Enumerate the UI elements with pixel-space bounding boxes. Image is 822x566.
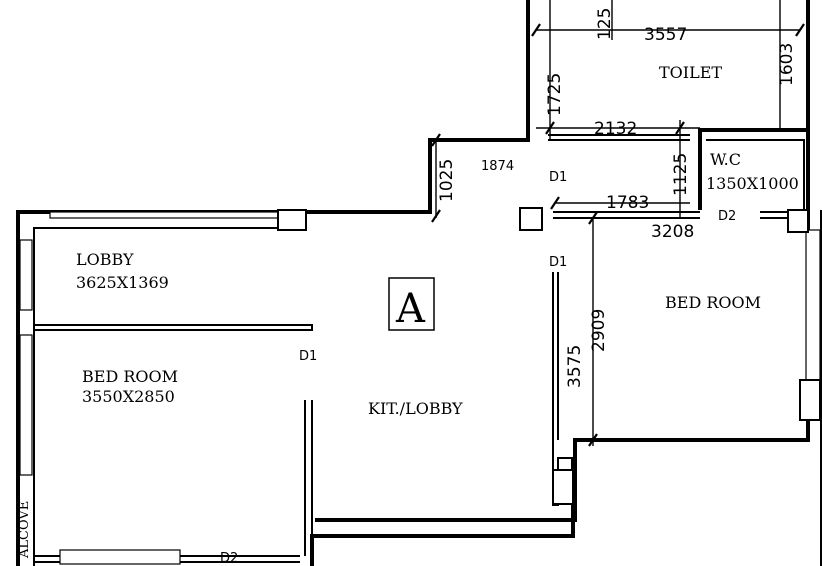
dim-1874: 1874 [481,159,514,174]
window-left-top [19,239,33,311]
wall-left-top [16,0,530,566]
wall-toilet-right [698,0,810,210]
kit-lobby-label: KIT./LOBBY [368,399,463,418]
interior-walls [34,134,808,563]
dim-2909: 2909 [589,309,609,352]
dim-3575: 3575 [565,345,585,388]
wall-kit-bed-right [552,272,559,440]
wc-name-label: W.C [710,150,741,169]
wall-bed-top [553,211,700,219]
dim-1603: 1603 [777,43,797,86]
door-d1-top: D1 [549,170,567,185]
window-bottom [59,549,181,565]
wall-left-inner [33,227,300,566]
column-5 [552,469,574,505]
door-d1-right: D1 [549,255,567,270]
toilet-label: TOILET [659,63,722,82]
door-d1-left: D1 [299,349,317,364]
dimension-lines [431,0,805,447]
bed-left-size-label: 3550X2850 [82,387,175,406]
lobby-size-label: 3625X1369 [76,273,169,292]
dim-2132: 2132 [594,119,637,139]
door-labels: D1 D1 D1 D2 D2 [220,170,736,566]
bed-right-name-label: BED ROOM [665,293,761,312]
wc-size-label: 1350X1000 [706,174,799,193]
wall-toilet-lower [548,134,690,141]
dim-3208: 3208 [651,222,694,242]
dim-1025: 1025 [437,159,457,202]
bed-left-name-label: BED ROOM [82,367,178,386]
unit-tag-label: A [395,286,426,332]
lobby-name-label: LOBBY [76,250,134,269]
window-left-bottom [19,334,33,476]
wall-wc-inner [706,139,805,210]
column-4 [799,379,821,421]
room-labels: TOILET W.C 1350X1000 LOBBY 3625X1369 BED… [17,63,799,559]
dim-1783: 1783 [606,193,649,213]
wall-lobby-bed [34,324,313,331]
column-3 [787,209,809,233]
windows [19,211,821,565]
alcove-label: ALCOVE [17,501,32,559]
window-top-lobby [49,211,281,219]
door-d2-bottom: D2 [220,551,238,566]
column-1 [277,209,307,231]
dim-125: 125 [595,8,615,40]
dim-3557: 3557 [644,25,687,45]
columns [277,207,821,505]
dimension-labels: 125 3557 1603 1725 2132 1125 1874 1025 1… [437,8,797,388]
unit-tag: A [388,277,435,332]
column-2 [519,207,543,231]
dim-1725: 1725 [545,73,565,116]
wall-bed-kit [304,400,313,556]
door-d2-wc: D2 [718,209,736,224]
wall-bottom-right [310,458,575,566]
dim-1125: 1125 [671,153,691,196]
